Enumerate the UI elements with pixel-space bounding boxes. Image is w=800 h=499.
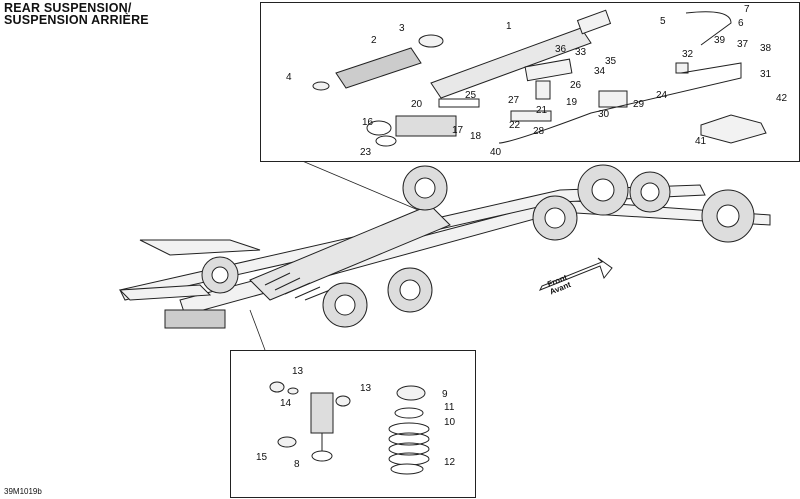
- callout-40: 40: [490, 147, 502, 158]
- callout-8: 8: [294, 459, 300, 470]
- callout-38: 38: [760, 43, 772, 54]
- callout-28: 28: [533, 126, 545, 137]
- callout-18: 18: [470, 131, 482, 142]
- callout-5: 5: [660, 16, 666, 27]
- callout-2: 2: [371, 35, 377, 46]
- callout-41: 41: [695, 136, 707, 147]
- callout-36: 36: [555, 44, 567, 55]
- callout-31: 31: [760, 69, 772, 80]
- callout-35: 35: [605, 56, 617, 67]
- callout-3: 3: [399, 23, 405, 34]
- callout-42: 42: [776, 93, 788, 104]
- callout-39: 39: [714, 35, 726, 46]
- callout-19: 19: [566, 97, 578, 108]
- diagram-title: REAR SUSPENSION/ SUSPENSION ARRIÈRE: [4, 1, 149, 27]
- callout-12: 12: [444, 457, 456, 468]
- callout-9: 9: [442, 389, 448, 400]
- callout-32: 32: [682, 49, 694, 60]
- callout-33: 33: [575, 47, 587, 58]
- callout-4: 4: [286, 72, 292, 83]
- callout-15: 15: [256, 452, 268, 463]
- callout-17: 17: [452, 125, 464, 136]
- callout-6: 6: [738, 18, 744, 29]
- callout-27: 27: [508, 95, 520, 106]
- callout-29: 29: [633, 99, 645, 110]
- callout-22: 22: [509, 120, 521, 131]
- front-shock-exploded-view-panel: [230, 350, 476, 498]
- diagram-code: 39M1019b: [4, 487, 42, 496]
- callout-13-right: 13: [360, 383, 372, 394]
- shock-exploded-view-panel: [260, 2, 800, 162]
- callout-34: 34: [594, 66, 606, 77]
- callout-16: 16: [362, 117, 374, 128]
- callout-25: 25: [465, 90, 477, 101]
- callout-21: 21: [536, 105, 548, 116]
- callout-30: 30: [598, 109, 610, 120]
- front-shock-exploded-drawing: [269, 381, 430, 475]
- callout-14: 14: [280, 398, 292, 409]
- callout-26: 26: [570, 80, 582, 91]
- title-en: REAR SUSPENSION/: [4, 1, 132, 15]
- callout-11: 11: [444, 402, 455, 413]
- callout-24: 24: [656, 90, 668, 101]
- title-fr: SUSPENSION ARRIÈRE: [4, 13, 149, 27]
- callout-37: 37: [737, 39, 749, 50]
- callout-10: 10: [444, 417, 456, 428]
- shock-exploded-drawing: [312, 9, 767, 147]
- callout-7: 7: [744, 4, 750, 15]
- callout-13-top: 13: [292, 366, 304, 377]
- callout-23: 23: [360, 147, 372, 158]
- callout-1: 1: [506, 21, 512, 32]
- callout-20: 20: [411, 99, 423, 110]
